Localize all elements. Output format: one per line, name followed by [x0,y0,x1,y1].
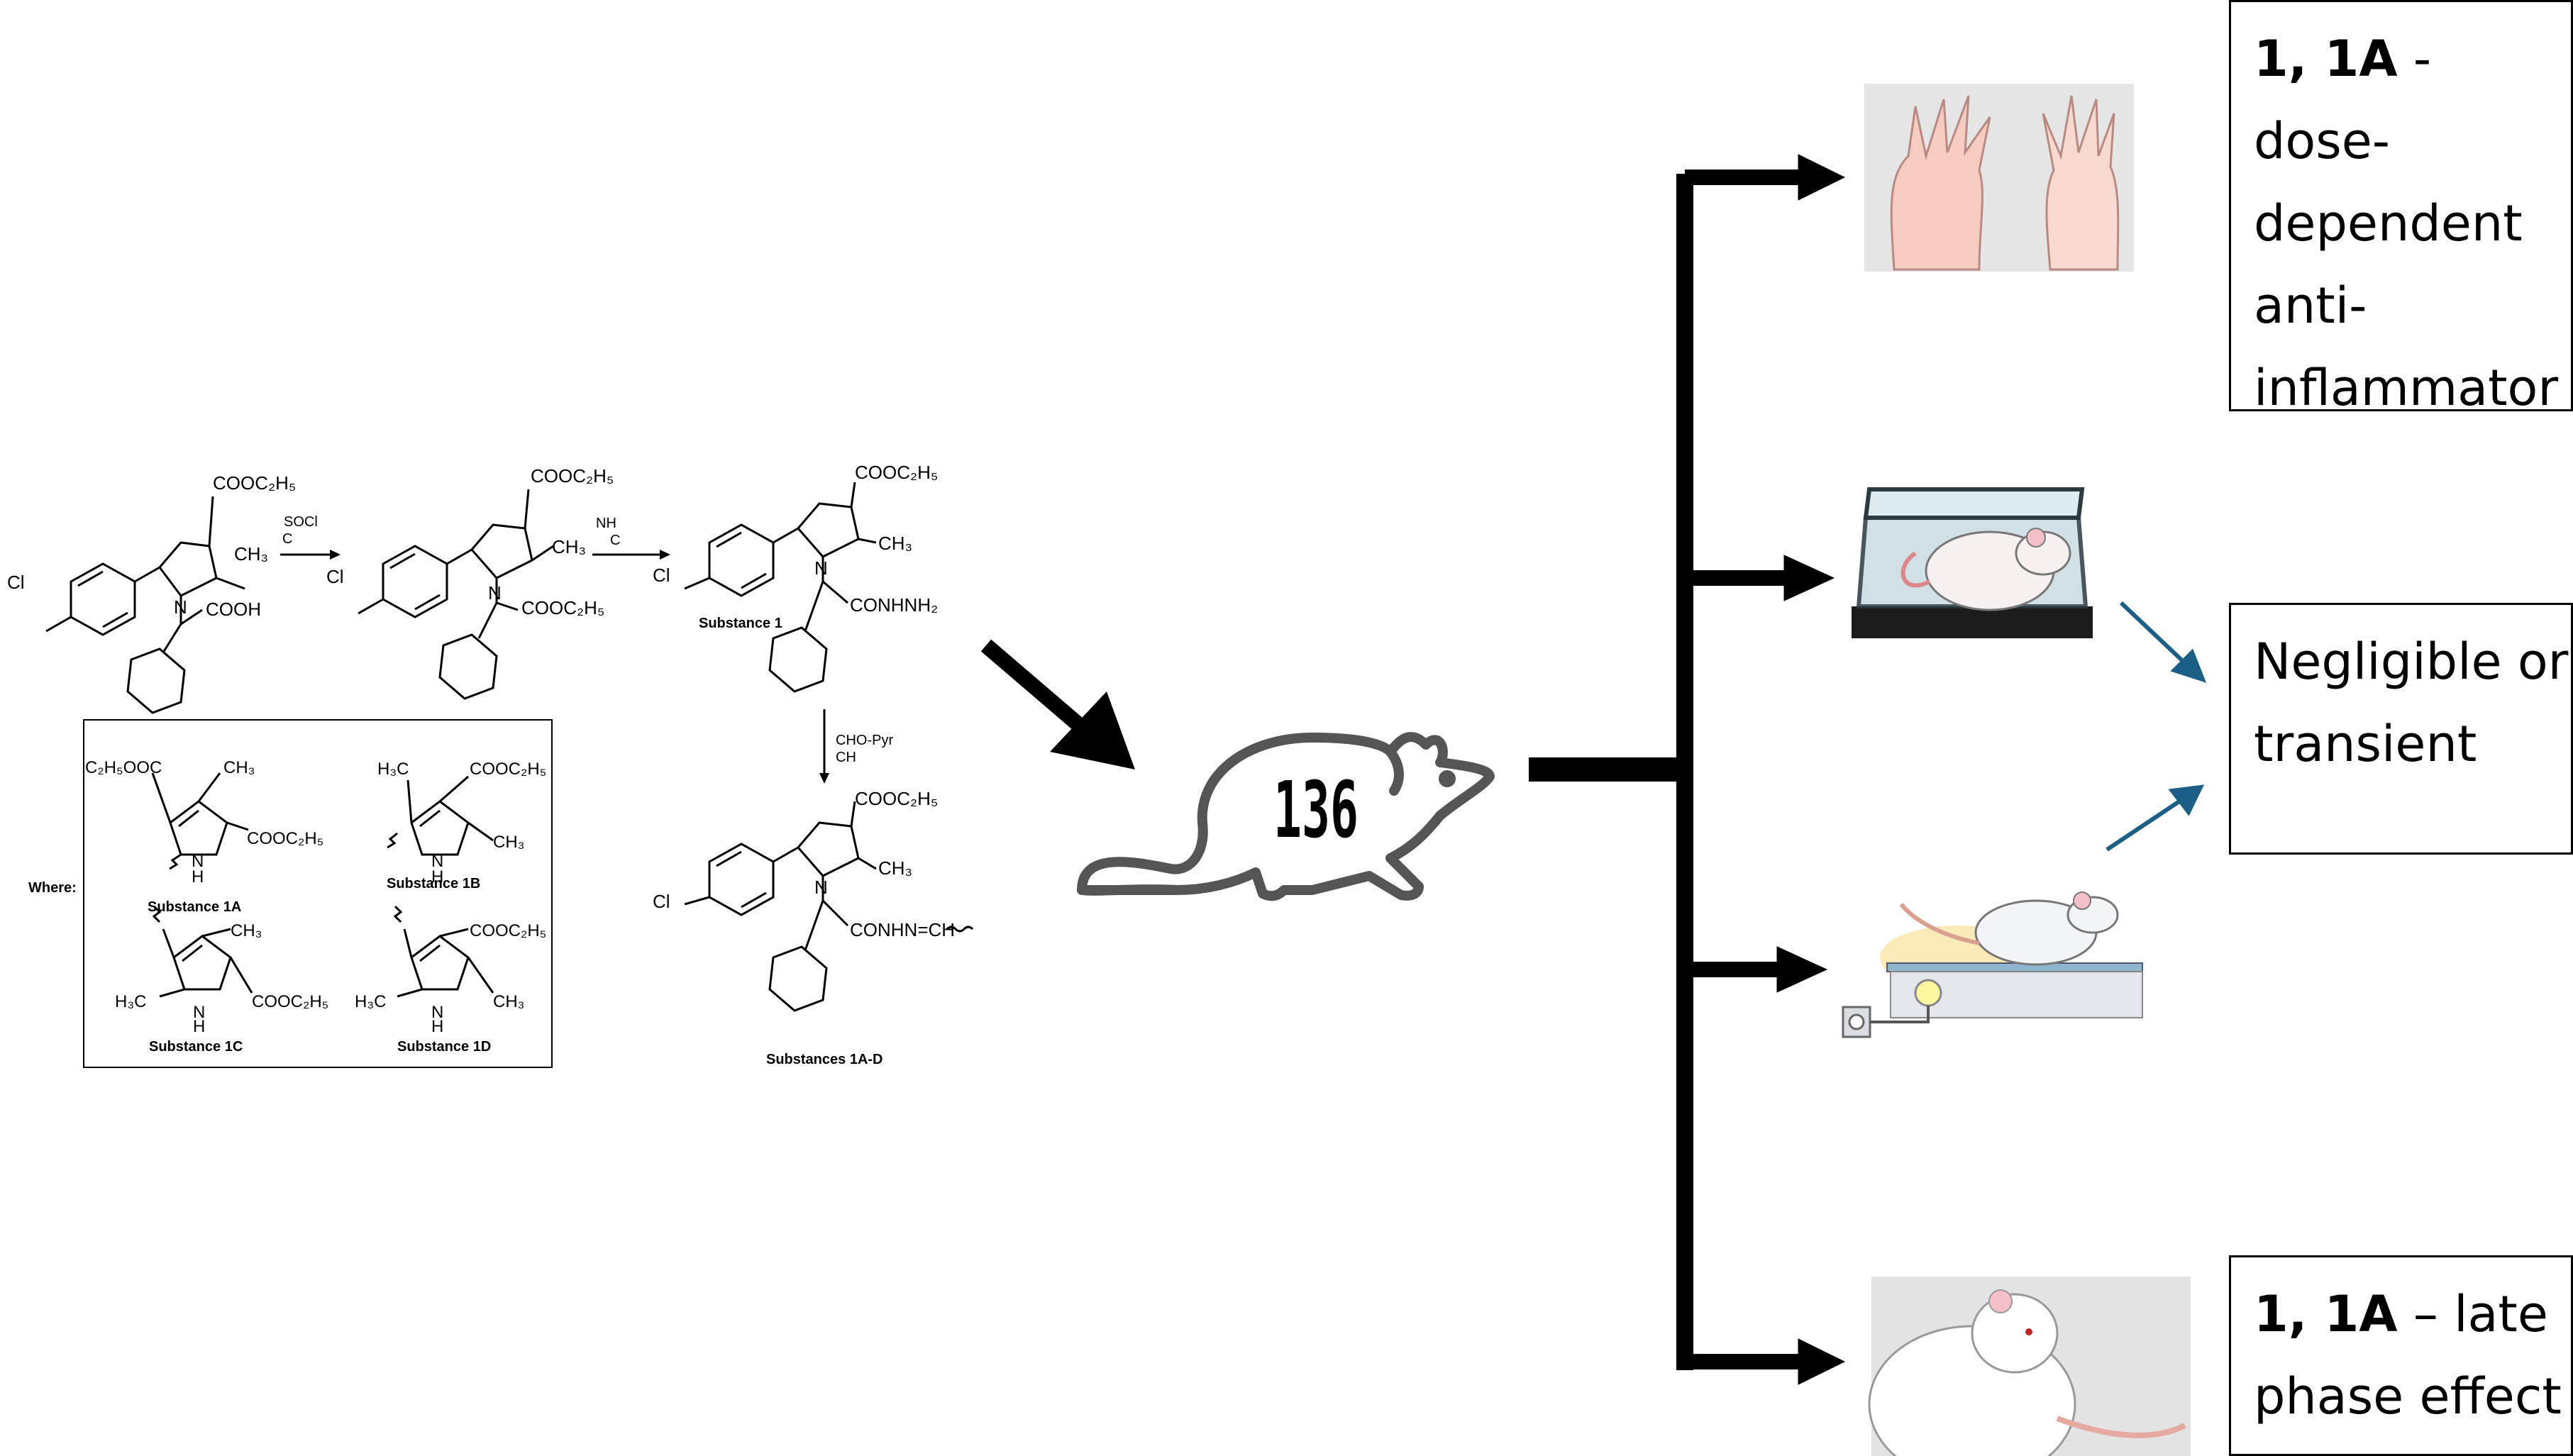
result-text-1b: dependent [2254,194,2523,252]
svg-text:COOC₂H₅: COOC₂H₅ [470,760,546,779]
svg-text:Substance 1: Substance 1 [699,616,782,631]
substance-1c-structure: CH₃ H₃C COOC₂H₅ N H Substance 1C [115,905,328,1055]
svg-text:N: N [814,557,828,579]
svg-text:CH₃: CH₃ [878,857,912,879]
svg-text:N: N [431,852,443,871]
svg-text:Where:: Where: [28,880,77,896]
rat-number: 136 [1273,765,1359,855]
branch-arrows [1529,154,1846,1385]
substance-1-structure: Cl N COOC₂H₅ CH₃ CONHNH₂ Substance 1 [653,462,938,693]
svg-text:COOC₂H₅: COOC₂H₅ [855,462,938,483]
svg-text:C₂H₅OOC: C₂H₅OOC [85,758,162,777]
svg-text:CH₃: CH₃ [552,536,586,557]
svg-text:N: N [192,852,204,871]
starting-compound: Cl N COOC₂H₅ CH₃ COOH [7,472,296,714]
result-bold-3: 1, 1A [2254,1285,2398,1343]
svg-text:N: N [193,1003,205,1022]
result-text-2b: transient [2254,715,2477,773]
svg-text:CH₃: CH₃ [231,921,262,940]
svg-text:H: H [192,867,204,887]
svg-text:H: H [193,1017,205,1036]
svg-text:N: N [814,877,828,898]
result-box-late-phase: 1, 1A – late phase effect [2229,1255,2573,1456]
substances-1a-d-structure: Cl N COOC₂H₅ CH₃ CONHN=CH Substances 1A-… [653,788,974,1067]
synthesis-scheme: Cl N COOC₂H₅ CH₃ COOH SOCl C Cl N [7,462,974,1068]
svg-text:COOC₂H₅: COOC₂H₅ [247,829,323,848]
result-bold-1: 1, 1A [2254,30,2398,88]
result-text-1d: inflammator [2254,359,2559,417]
substance-1b-structure: H₃C COOC₂H₅ CH₃ N H Substance 1B [377,760,546,891]
svg-text:N: N [431,1003,443,1022]
rat-icon [1077,732,1495,901]
svg-text:N: N [488,582,502,604]
substance-1d-structure: COOC₂H₅ H₃C CH₃ N H Substance 1D [355,905,546,1055]
result-text-3a: – late [2397,1285,2548,1343]
svg-text:COOH: COOH [206,599,261,620]
svg-text:COOC₂H₅: COOC₂H₅ [521,597,604,618]
blue-arrows [2106,601,2207,852]
formalin-test-illustration [1868,1277,2191,1456]
svg-text:H: H [431,1017,443,1036]
svg-text:CH₃: CH₃ [234,543,268,565]
svg-text:Cl: Cl [653,891,670,912]
svg-text:COOC₂H₅: COOC₂H₅ [855,788,938,809]
svg-text:CHO-Pyr: CHO-Pyr [836,733,893,748]
svg-text:Substance 1D: Substance 1D [397,1039,491,1055]
svg-text:COOC₂H₅: COOC₂H₅ [252,992,328,1011]
svg-text:H: H [431,867,443,887]
svg-text:C: C [610,533,620,548]
tail-flick-illustration [1842,891,2143,1038]
result-text-2a: Negligible or [2254,633,2569,691]
svg-text:COOC₂H₅: COOC₂H₅ [213,472,296,494]
svg-text:CH₃: CH₃ [878,533,912,554]
result-box-negligible: Negligible or transient [2229,603,2573,855]
result-text-1c: anti- [2254,277,2367,335]
svg-text:Cl: Cl [653,565,670,586]
svg-text:CONHNH₂: CONHNH₂ [850,594,938,616]
intermediate-ester: Cl N COOC₂H₅ CH₃ COOC₂H₅ [326,465,614,700]
substance-1a-structure: C₂H₅OOC CH₃ COOC₂H₅ N H Substance 1A [85,758,323,915]
svg-text:C: C [282,531,292,547]
svg-text:Substance 1C: Substance 1C [149,1039,243,1055]
result-text-3b: phase effect [2254,1367,2562,1426]
svg-text:CH₃: CH₃ [493,833,524,852]
svg-text:CH₃: CH₃ [493,992,524,1011]
svg-text:Cl: Cl [7,572,25,593]
svg-text:H₃C: H₃C [377,760,409,779]
result-box-anti-inflammatory: 1, 1A - dose- dependent anti- inflammato… [2229,0,2573,417]
paw-edema-illustration [1864,84,2134,272]
svg-text:Substances 1A-D: Substances 1A-D [766,1052,883,1067]
svg-text:CONHN=CH: CONHN=CH [850,919,955,940]
svg-text:NH: NH [596,516,616,531]
svg-text:Cl: Cl [326,566,344,587]
svg-text:H₃C: H₃C [115,992,146,1011]
locomotor-box-illustration [1852,487,2093,638]
svg-text:CH: CH [836,750,856,765]
svg-text:H₃C: H₃C [355,992,386,1011]
svg-text:N: N [174,596,187,618]
arrow-to-rat [980,639,1135,769]
svg-text:SOCl: SOCl [284,514,318,530]
svg-text:Substance 1A: Substance 1A [148,899,241,915]
svg-text:Substance 1B: Substance 1B [387,876,480,891]
svg-text:COOC₂H₅: COOC₂H₅ [470,921,546,940]
svg-text:CH₃: CH₃ [223,758,255,777]
svg-text:COOC₂H₅: COOC₂H₅ [531,465,614,487]
result-text-1a: - dose- [2254,30,2432,170]
